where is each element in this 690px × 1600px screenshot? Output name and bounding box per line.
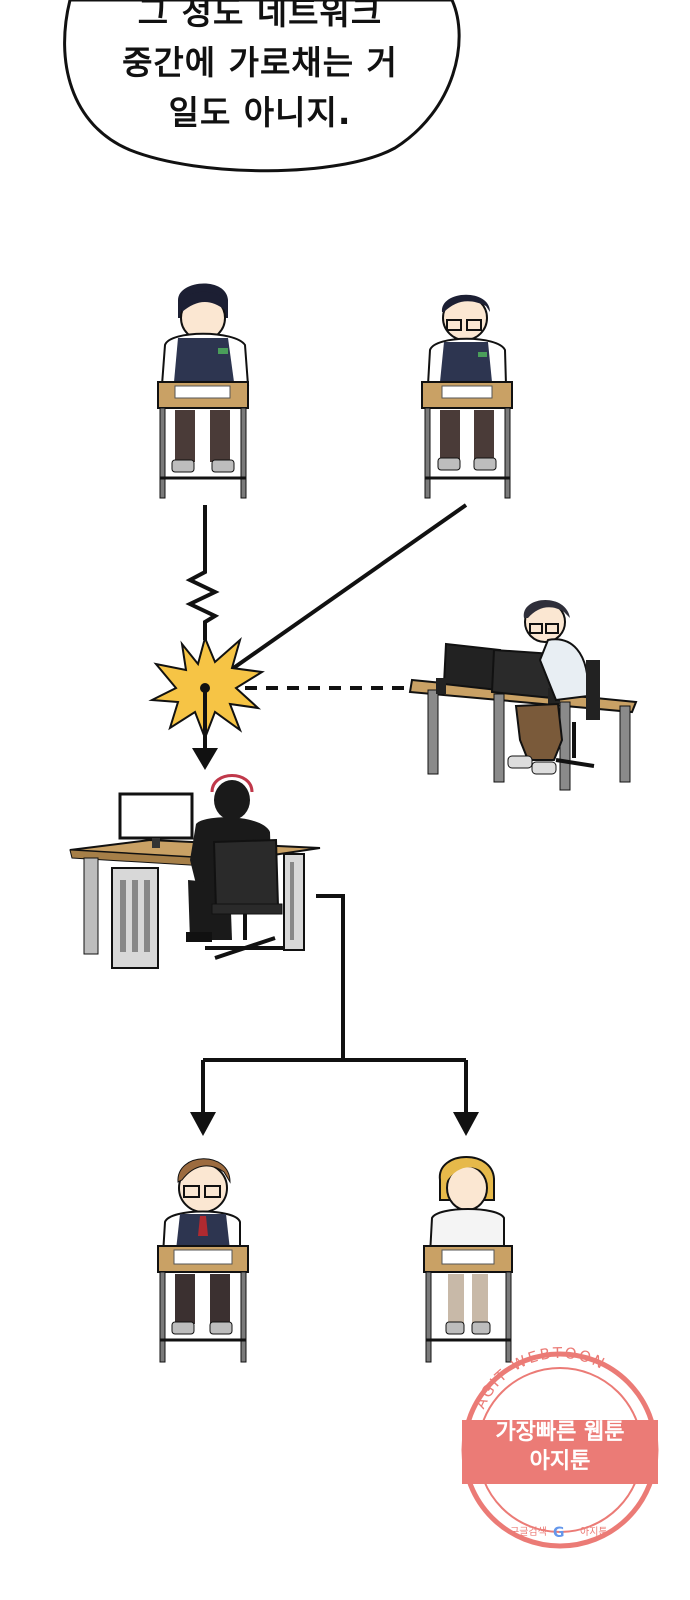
- speech-line-1: 그 정도 네트워크: [137, 0, 383, 32]
- watermark-bottom-left: 구글검색: [510, 1526, 547, 1538]
- watermark-bottom-right: 아지툰: [580, 1526, 608, 1538]
- arrow-down-left: [190, 1112, 216, 1136]
- arrow-down-to-hacker: [192, 748, 218, 770]
- speech-line-3: 일도 아니지.: [168, 93, 352, 132]
- hacker-at-computer: [69, 774, 321, 969]
- svg-text:AGIT WEBTOON: AGIT WEBTOON: [471, 1344, 609, 1412]
- watermark-line-1: 가장빠른 웹툰: [495, 1420, 625, 1445]
- distribution-line: [316, 894, 345, 1060]
- watermark-logo: G: [553, 1525, 565, 1541]
- watermark-text: 가장빠른 웹툰 아지툰: [462, 1418, 658, 1476]
- watermark-arc-text: AGIT WEBTOON: [471, 1344, 607, 1412]
- student-bottom-left: [157, 1158, 249, 1363]
- student-top-right: [421, 294, 513, 499]
- signal-diagonal-line: [203, 503, 468, 690]
- speech-bubble-text: 그 정도 네트워크 중간에 가로채는 거 일도 아니지.: [90, 0, 430, 138]
- speech-bubble: [63, 0, 461, 173]
- speech-line-2: 중간에 가로채는 거: [122, 43, 398, 82]
- observer-at-computer: [408, 599, 638, 791]
- signal-zigzag-line: [185, 505, 220, 640]
- watermark-line-2: 아지툰: [529, 1449, 591, 1474]
- student-bottom-right: [423, 1156, 513, 1363]
- student-top-left: [157, 283, 250, 499]
- arrow-down-right: [453, 1112, 479, 1136]
